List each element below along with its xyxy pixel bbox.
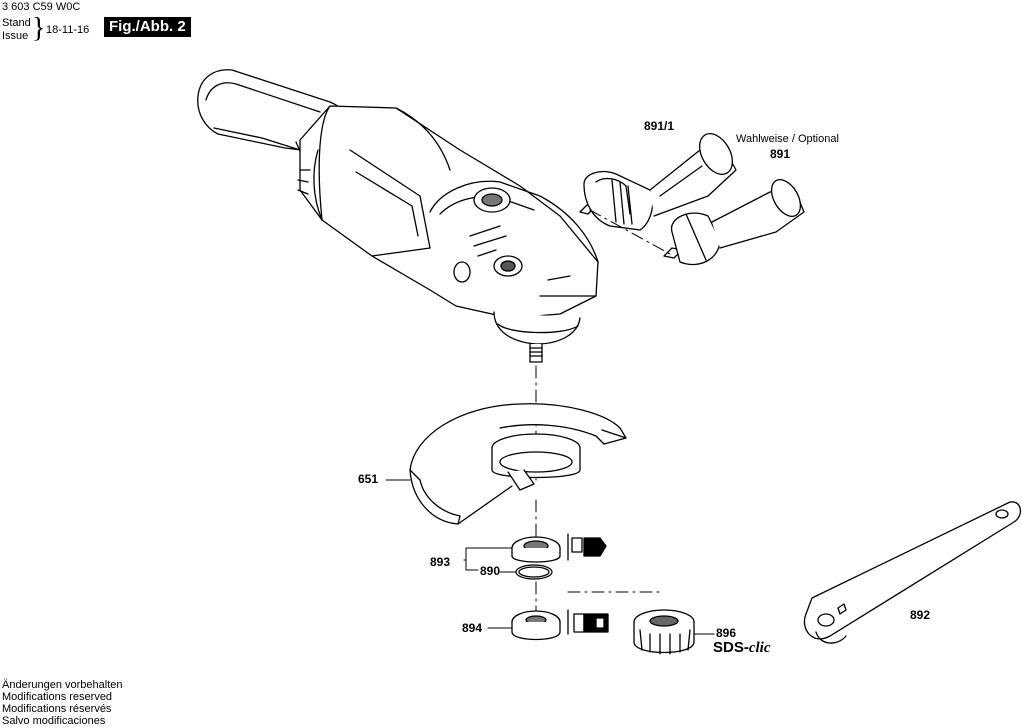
part-label-892: 892 <box>910 608 931 622</box>
part-label-890: 890 <box>480 564 501 578</box>
angle-grinder-body <box>197 69 599 363</box>
auxiliary-handle-891-1 <box>579 133 737 231</box>
sds-clic-nut-896 <box>633 609 695 655</box>
part-label-896: 896 <box>716 626 737 640</box>
doc-number: 3 603 C59 W0C <box>2 1 81 13</box>
auxiliary-handle-891 <box>663 179 805 266</box>
sds-clic-suffix: clic <box>748 640 771 656</box>
figure-badge: Fig./Abb. 2 <box>104 17 191 37</box>
clamping-nut-894 <box>511 610 561 641</box>
footer-line-es: Salvo modificaciones <box>2 715 106 727</box>
stand-label: Stand <box>2 17 31 29</box>
o-ring-890 <box>515 564 553 580</box>
protective-guard-651 <box>409 403 627 525</box>
footer-line-de: Änderungen vorbehalten <box>2 679 123 691</box>
assembly-symbols <box>567 533 609 635</box>
part-label-894: 894 <box>462 621 483 635</box>
footer-line-en: Modifications reserved <box>2 691 113 703</box>
two-pin-spanner-892 <box>803 501 1021 644</box>
part-label-891-1: 891/1 <box>644 119 675 133</box>
footer-line-fr: Modifications réservés <box>2 703 112 715</box>
part-label-651: 651 <box>358 472 379 486</box>
issue-label: Issue <box>2 30 29 42</box>
part-label-893: 893 <box>430 555 451 569</box>
issue-date: 18-11-16 <box>46 24 90 36</box>
optional-note: Wahlweise / Optional <box>736 133 839 145</box>
sds-clic-logo: SDS-clic <box>713 639 771 657</box>
part-label-891: 891 <box>770 147 791 161</box>
sds-clic-prefix: SDS- <box>713 639 749 656</box>
brace-glyph: } <box>32 13 46 44</box>
mounting-flange-893 <box>511 536 561 563</box>
